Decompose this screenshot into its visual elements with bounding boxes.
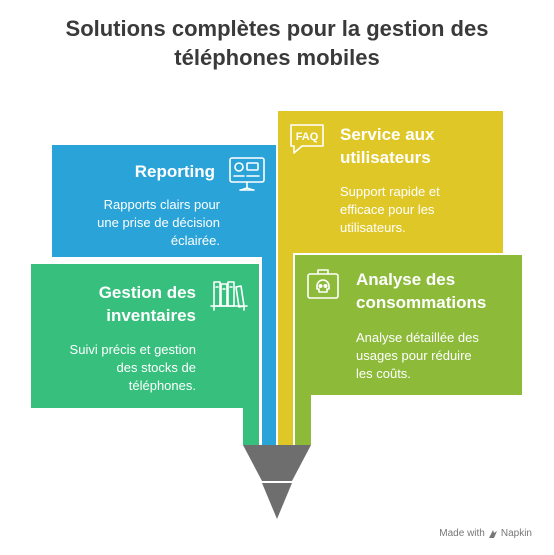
svg-text:FAQ: FAQ (296, 131, 319, 143)
service-title: Service aux utilisateurs (340, 123, 490, 169)
inventaires-desc-line: des stocks de (116, 360, 197, 375)
service-desc: Support rapide et efficace pour les util… (340, 183, 490, 237)
reporting-title: Reporting (134, 162, 215, 181)
title-line-2: téléphones mobiles (174, 45, 380, 70)
service-desc-line: Support rapide et (340, 184, 440, 199)
consommations-title-line: consommations (356, 293, 487, 312)
consommations-desc-line: Analyse détaillée des (356, 330, 479, 345)
page-title: Solutions complètes pour la gestion des … (0, 14, 554, 72)
reporting-desc-line: éclairée. (170, 233, 220, 248)
reporting-desc: Rapports clairs pour une prise de décisi… (60, 196, 220, 250)
service-desc-line: efficace pour les (340, 202, 435, 217)
reporting-desc-line: une prise de décision (97, 215, 220, 230)
napkin-brand-label: Napkin (500, 528, 532, 539)
inventaires-title-line: inventaires (106, 306, 196, 325)
inventaires-desc-line: téléphones. (128, 378, 196, 393)
consommations-desc-line: usages pour réduire (356, 348, 472, 363)
faq-icon: FAQ (290, 124, 324, 154)
made-with-napkin: Made with Napkin (439, 528, 532, 539)
inventaires-desc: Suivi précis et gestion des stocks de té… (40, 341, 196, 395)
made-with-label: Made with (439, 528, 485, 539)
inventaires-title-line: Gestion des (98, 283, 196, 302)
reporting-desc-line: Rapports clairs pour (103, 197, 220, 212)
bookshelf-icon (210, 281, 248, 311)
consommations-title: Analyse des consommations (356, 268, 516, 314)
inventaires-title: Gestion des inventaires (60, 281, 196, 327)
consommations-shape (295, 255, 522, 445)
consommations-desc: Analyse détaillée des usages pour réduir… (356, 329, 516, 383)
consommations-desc-line: les coûts. (356, 366, 411, 381)
service-title-line: utilisateurs (340, 148, 431, 167)
napkin-logo-icon (488, 529, 497, 538)
service-desc-line: utilisateurs. (340, 220, 406, 235)
inventaires-shape (31, 264, 259, 445)
funnel-bottom (262, 483, 292, 519)
funnel-top (243, 445, 311, 481)
title-line-1: Solutions complètes pour la gestion des (65, 16, 489, 41)
service-title-line: Service aux (340, 125, 435, 144)
consommations-title-line: Analyse des (356, 270, 456, 289)
monitor-chart-icon (229, 157, 265, 191)
reporting-shape (52, 145, 276, 445)
skull-briefcase-icon (307, 269, 339, 299)
service-shape (278, 111, 503, 445)
inventaires-desc-line: Suivi précis et gestion (69, 342, 196, 357)
